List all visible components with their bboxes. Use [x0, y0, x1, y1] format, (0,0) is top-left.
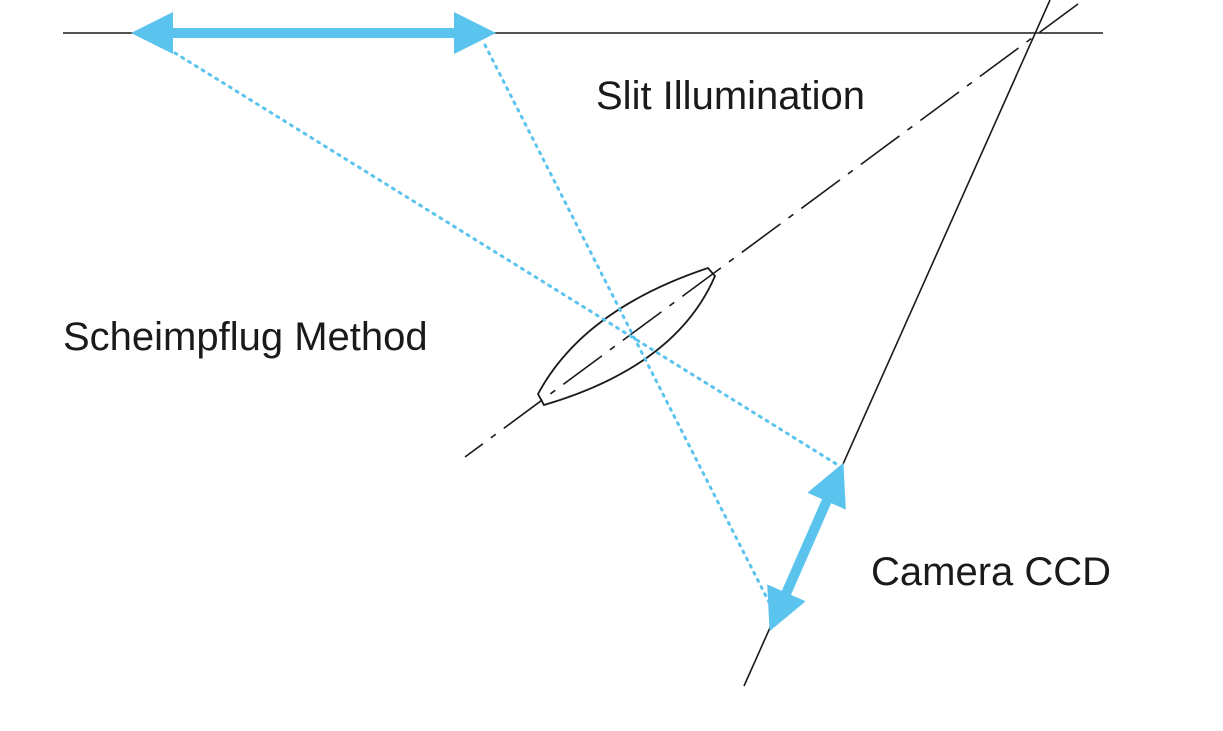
slit-illumination-label: Slit Illumination — [596, 74, 865, 118]
camera-ccd-arrow — [767, 462, 846, 632]
light-ray-right-inner — [483, 43, 775, 612]
light-ray-left-outer — [173, 51, 840, 467]
lens — [536, 266, 717, 407]
camera-ccd-label: Camera CCD — [871, 550, 1111, 594]
scheimpflug-method-label: Scheimpflug Method — [63, 315, 428, 359]
lens-plane-axis — [464, 3, 1079, 458]
